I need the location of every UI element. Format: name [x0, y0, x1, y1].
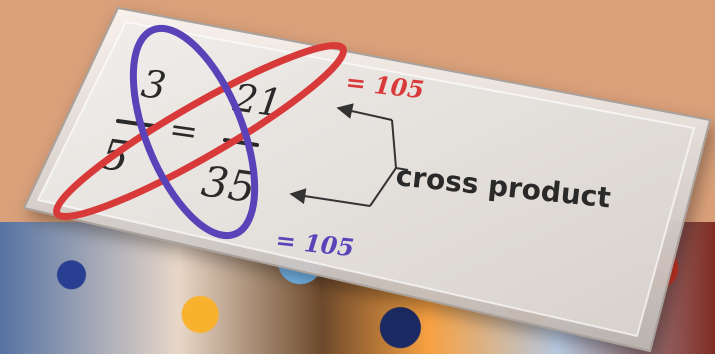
red-cross-ellipse — [53, 41, 347, 221]
arrow-to-red — [336, 103, 393, 121]
left-fraction-bar — [116, 119, 156, 128]
bracket-tick — [395, 167, 409, 171]
right-denominator: 35 — [199, 156, 259, 212]
blue-cross-ellipse — [129, 24, 259, 240]
card — [22, 6, 712, 353]
cross-product-arrows — [289, 103, 409, 207]
arrow-to-blue — [289, 188, 371, 207]
cross-ellipses — [53, 24, 347, 240]
